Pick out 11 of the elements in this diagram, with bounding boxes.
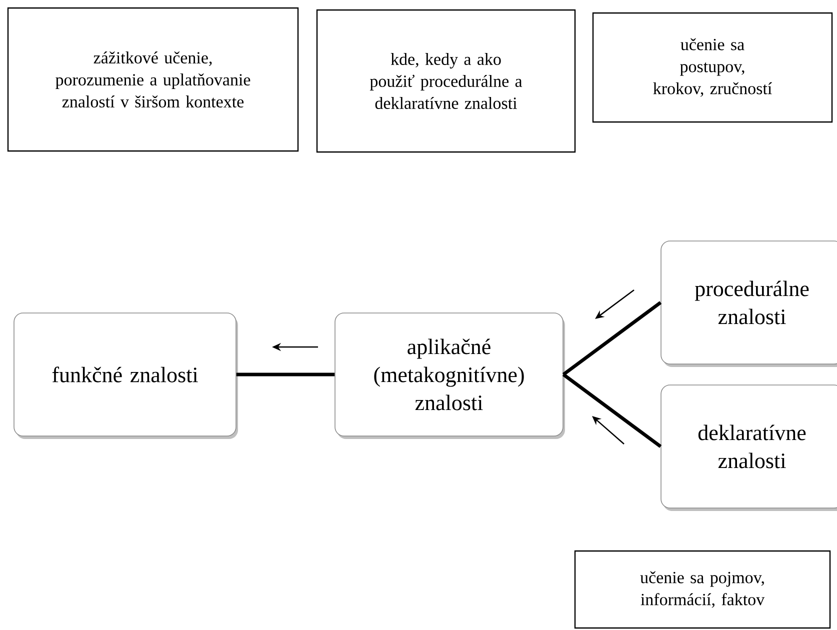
connector-line [562, 301, 662, 376]
text-box: učenie sa postupov, krokov, zručností [592, 12, 833, 123]
connector-line [562, 373, 662, 448]
rounded-box: funkčné znalosti [14, 312, 238, 439]
text-box: kde, kedy a ako použiť procedurálne a deklaratívne znalosti [316, 9, 576, 153]
rounded-box: aplikačné (metakognitívne) znalosti [334, 312, 565, 439]
rounded-box: deklaratívne znalosti [660, 384, 837, 511]
text-box: zážitkové učenie, porozumenie a uplatňovanie znalostí v širšom kontexte [7, 7, 299, 152]
text-box: učenie sa pojmov, informácií, faktov [574, 550, 831, 629]
connector-line [236, 372, 335, 376]
rounded-box: procedurálne znalosti [660, 240, 837, 367]
